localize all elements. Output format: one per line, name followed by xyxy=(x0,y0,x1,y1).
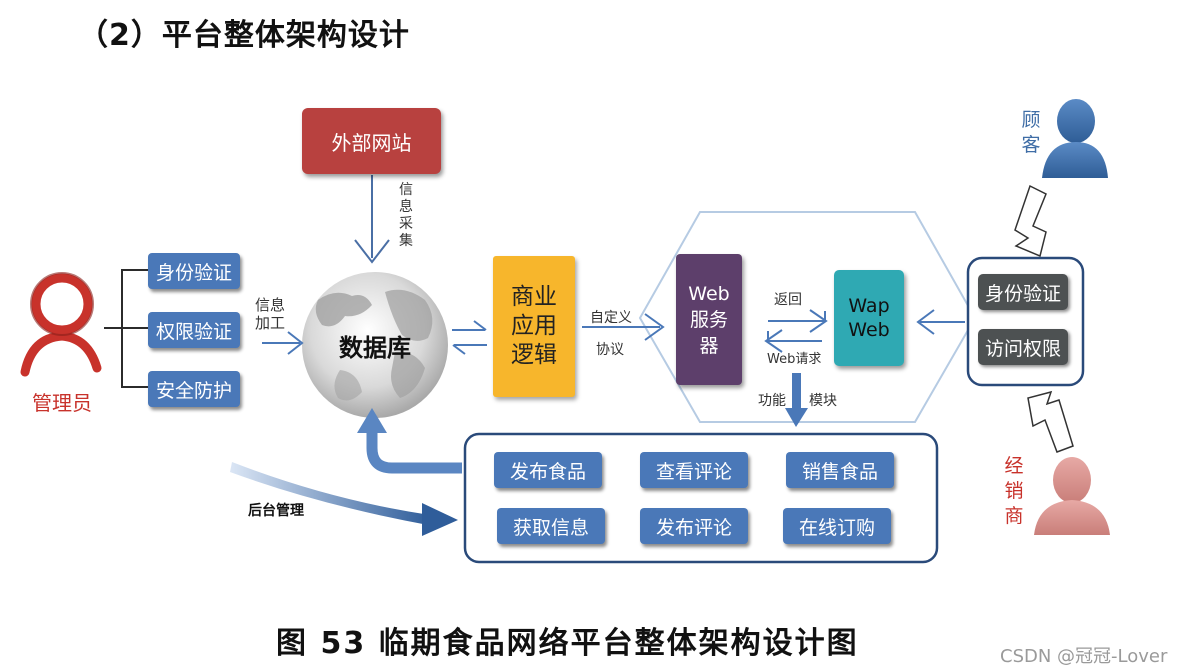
page-heading: （2）平台整体架构设计 xyxy=(78,18,410,53)
module-label: 模块 xyxy=(809,393,837,409)
access-permission-button[interactable]: 访问权限 xyxy=(978,329,1068,365)
customer-label: 顾客 xyxy=(1021,109,1041,156)
dealer-label: 经销商 xyxy=(1004,455,1024,527)
module-get-info[interactable]: 获取信息 xyxy=(497,508,605,544)
dealer-person-icon xyxy=(1034,457,1110,535)
database-label: 数据库 xyxy=(339,333,411,362)
figure-caption: 图 53 临期食品网络平台整体架构设计图 xyxy=(276,626,859,661)
custom-protocol-label-2: 协议 xyxy=(596,342,624,358)
web-server-box: Web服务器 xyxy=(676,254,742,385)
custom-protocol-label-1: 自定义 xyxy=(590,310,632,326)
backend-label: 后台管理 xyxy=(248,503,304,519)
external-site-label: 外部网站 xyxy=(331,130,412,155)
dealer-arrow xyxy=(1027,390,1074,453)
web-request-label: Web请求 xyxy=(767,352,822,367)
external-site-box: 外部网站 xyxy=(302,108,441,174)
admin-person-icon xyxy=(20,273,102,377)
return-label: 返回 xyxy=(774,292,802,308)
module-view-comments[interactable]: 查看评论 xyxy=(640,452,748,488)
module-sell-food[interactable]: 销售食品 xyxy=(786,452,894,488)
return-curve-arrow xyxy=(366,430,462,474)
module-publish-comment[interactable]: 发布评论 xyxy=(640,508,748,544)
wap-web-box: Wap Web xyxy=(834,270,904,366)
module-publish-food[interactable]: 发布食品 xyxy=(494,452,602,488)
business-logic-label: 商业应用逻辑 xyxy=(511,284,557,368)
customer-person-icon xyxy=(1042,99,1108,178)
web-server-label: Web服务器 xyxy=(688,282,730,357)
backend-sweep-arrow xyxy=(230,462,430,525)
admin-security-button[interactable]: 安全防护 xyxy=(148,371,240,407)
admin-permission-button[interactable]: 权限验证 xyxy=(148,312,240,348)
business-logic-box: 商业应用逻辑 xyxy=(493,256,575,397)
customer-identity-button[interactable]: 身份验证 xyxy=(978,274,1068,310)
globe-icon xyxy=(302,272,448,418)
watermark: CSDN @冠冠-Lover xyxy=(1000,646,1168,667)
function-label: 功能 xyxy=(758,393,786,409)
info-process-label: 信息加工 xyxy=(255,296,286,332)
admin-label: 管理员 xyxy=(32,391,92,415)
admin-identity-button[interactable]: 身份验证 xyxy=(148,253,240,289)
wap-web-label: Wap Web xyxy=(848,295,890,341)
module-online-order[interactable]: 在线订购 xyxy=(783,508,891,544)
info-collect-label: 信息采集 xyxy=(399,182,413,249)
customer-arrow xyxy=(1014,184,1047,258)
